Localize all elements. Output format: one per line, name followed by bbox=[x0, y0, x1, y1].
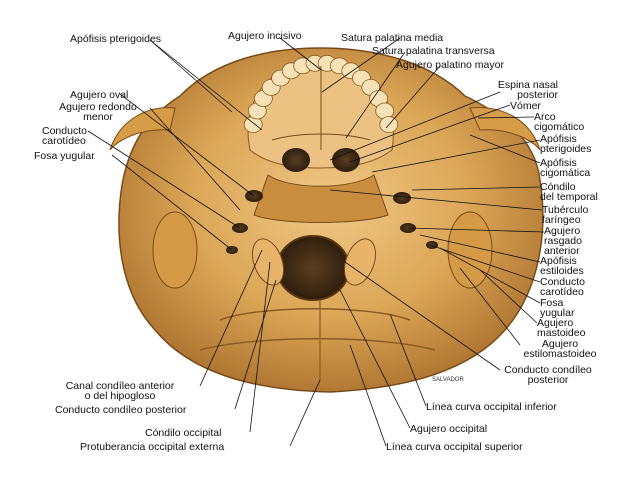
leader-line bbox=[349, 344, 387, 447]
left-choana bbox=[282, 148, 310, 172]
label-agujero-palatino-mayor: Agujero palatino mayor bbox=[396, 59, 504, 71]
leader-line bbox=[149, 107, 241, 211]
leader-line bbox=[439, 247, 541, 304]
leader-line bbox=[459, 267, 521, 346]
leader-line bbox=[149, 39, 263, 131]
leader-line bbox=[477, 116, 535, 119]
label-fosa-yugular-left: Fosa yugular bbox=[34, 150, 95, 162]
label-sutura-palatina-media: Satura palatina media bbox=[341, 32, 444, 44]
label-condilo-occipital: Cóndilo occipital bbox=[145, 427, 222, 439]
leader-line bbox=[329, 91, 501, 161]
leader-line bbox=[279, 37, 322, 71]
leader-line bbox=[469, 134, 541, 164]
artist-credit: SALVADOR bbox=[432, 377, 464, 383]
leader-line bbox=[385, 65, 441, 129]
leader-line bbox=[234, 279, 277, 410]
label-agujero-oval: Agujero oval bbox=[70, 89, 129, 101]
central-body bbox=[253, 174, 389, 223]
leader-line bbox=[289, 379, 321, 447]
leader-line bbox=[321, 37, 401, 93]
foramen-ovale-right bbox=[393, 192, 411, 204]
foramen-magnum bbox=[276, 235, 350, 301]
leader-line bbox=[339, 289, 411, 429]
right-choana bbox=[332, 148, 360, 172]
leader-lines bbox=[87, 37, 545, 447]
leader-line bbox=[111, 154, 233, 251]
label-sutura-palatina-transversa: Satura palatina transversa bbox=[372, 45, 495, 57]
leader-line bbox=[119, 93, 255, 197]
transverse-palatine-suture bbox=[271, 133, 371, 141]
leader-line bbox=[419, 234, 541, 263]
leader-line bbox=[199, 249, 263, 387]
left-occipital-condyle bbox=[251, 238, 285, 286]
leader-line bbox=[344, 261, 501, 371]
superior-nuchal-line bbox=[199, 338, 436, 351]
leader-line bbox=[429, 244, 541, 283]
leader-line bbox=[371, 139, 541, 173]
leader-line bbox=[345, 51, 406, 139]
leader-line bbox=[149, 39, 233, 113]
teeth-row bbox=[243, 54, 399, 133]
right-mastoid bbox=[447, 211, 493, 289]
leader-line bbox=[329, 189, 543, 211]
right-occipital-condyle bbox=[343, 238, 377, 286]
label-agujero-incisivo: Agujero incisivo bbox=[228, 30, 302, 42]
leader-line bbox=[479, 269, 538, 324]
label-linea-curva-inferior: Línea curva occipital inferior bbox=[426, 401, 557, 413]
label-agujero-occipital: Agujero occipital bbox=[410, 423, 488, 435]
jugular-right bbox=[426, 241, 438, 249]
leader-line bbox=[407, 227, 545, 233]
left-mastoid bbox=[152, 211, 198, 289]
label-linea-curva-superior: Línea curva occipital superior bbox=[386, 441, 523, 453]
leader-line bbox=[411, 186, 541, 191]
label-apofisis-pterigoides-top: Apófisis pterigoides bbox=[70, 33, 162, 45]
leader-line bbox=[249, 261, 271, 433]
leader-line bbox=[389, 313, 427, 407]
leader-line bbox=[349, 104, 511, 163]
leader-line bbox=[87, 130, 241, 229]
label-protuberancia: Protuberancia occipital externa bbox=[80, 441, 225, 453]
label-vomer: Vómer bbox=[510, 100, 541, 112]
label-conducto-condileo-posterior-left: Conducto condíleo posterior bbox=[55, 404, 187, 416]
inferior-nuchal-line bbox=[219, 308, 411, 321]
